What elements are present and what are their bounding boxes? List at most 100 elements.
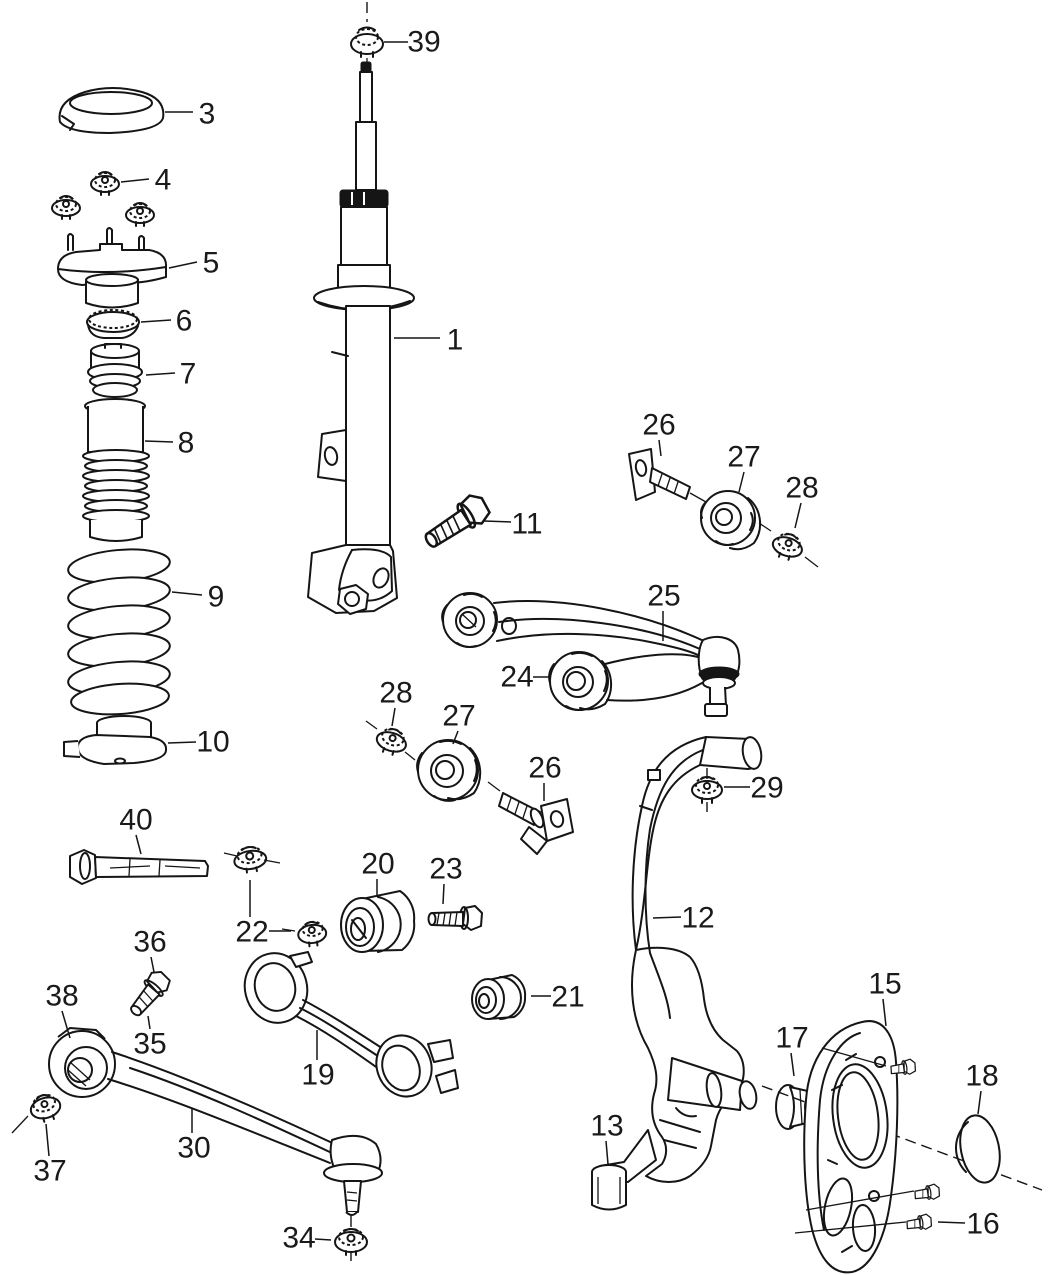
leader-line-16 — [937, 1221, 966, 1224]
nut-axis — [223, 852, 238, 857]
seat-hole — [114, 757, 126, 765]
nut-axis — [404, 751, 416, 761]
callout-label-8: 8 — [178, 427, 195, 460]
nut-axis — [365, 720, 378, 730]
leader-line-11 — [483, 520, 512, 523]
boot-tube — [87, 406, 144, 453]
bumper-top — [90, 343, 140, 359]
shield-cutout — [822, 1177, 854, 1237]
leader-line-40 — [135, 834, 142, 855]
boss-end — [741, 736, 763, 770]
locknut-drawing — [691, 776, 723, 804]
shield-cutout — [851, 1204, 877, 1252]
mount-stud — [67, 233, 74, 251]
bumper-notch — [104, 343, 122, 349]
cap-notch — [61, 115, 75, 131]
front-bushing-shell — [579, 660, 613, 711]
arm-lower-bottom — [606, 682, 703, 702]
callout-label-23: 23 — [429, 853, 462, 886]
leader-line-28 — [794, 502, 802, 529]
bushing-shell — [447, 747, 482, 801]
callout-label-37: 37 — [33, 1155, 66, 1188]
knuckle-detail — [675, 1107, 697, 1118]
nut-axis — [263, 859, 281, 864]
leader-line-5 — [168, 261, 198, 269]
bushing-shell — [729, 497, 762, 551]
callout-label-38: 38 — [45, 980, 78, 1013]
callout-label-34: 34 — [282, 1222, 315, 1255]
callout-label-5: 5 — [203, 247, 220, 280]
link-shaft-top — [302, 999, 389, 1053]
leader-line-7 — [145, 372, 176, 376]
bolt-washer — [529, 807, 545, 829]
leader-line-9 — [171, 591, 203, 596]
stud-block — [704, 703, 728, 717]
link-bracket — [427, 1039, 454, 1063]
strut-piston-rod — [359, 71, 373, 123]
callout-label-25: 25 — [647, 580, 680, 613]
shield-inner-rim — [816, 1032, 861, 1231]
knuckle-inner-line — [644, 749, 704, 954]
screw-line — [805, 1190, 915, 1211]
bearing-ring — [86, 311, 140, 333]
ball-stud — [343, 1180, 362, 1213]
shield-window — [831, 1063, 889, 1169]
mount-plate — [57, 243, 168, 286]
strut-rod-upper — [355, 121, 377, 191]
callout-label-35: 35 — [133, 1028, 166, 1061]
callout-label-18: 18 — [965, 1060, 998, 1093]
dust-boot-drawing — [82, 398, 150, 542]
cam-bolt-drawing — [487, 781, 574, 855]
arm-bottom-edge — [107, 1078, 331, 1164]
callout-label-30: 30 — [177, 1132, 210, 1165]
callout-label-16: 16 — [966, 1208, 999, 1241]
coil-spring-drawing — [67, 548, 171, 716]
leader-line-8 — [144, 440, 174, 443]
cam-plate-hole — [634, 459, 648, 477]
locknut-drawing — [334, 1228, 368, 1256]
callout-label-29: 29 — [750, 772, 783, 805]
leader-line-35 — [147, 1015, 151, 1030]
strut-tube — [345, 305, 391, 546]
mount-nut — [90, 171, 120, 196]
leader-line-17 — [790, 1052, 795, 1077]
bumper-rib — [92, 382, 138, 398]
callout-label-20: 20 — [361, 848, 394, 881]
arm-lower-top — [604, 653, 705, 665]
cam-bolt-drawing — [628, 448, 707, 503]
strut-side-bracket — [317, 429, 347, 482]
callout-label-17: 17 — [775, 1022, 808, 1055]
callout-label-28: 28 — [379, 677, 412, 710]
callout-label-7: 7 — [180, 358, 197, 391]
cam-plate — [628, 448, 656, 501]
callout-label-11: 11 — [511, 508, 542, 541]
strut-body-upper — [340, 206, 388, 266]
clevis-hole — [372, 567, 390, 589]
bolt-drawing — [130, 971, 171, 1017]
bolt-axis — [689, 492, 707, 503]
callout-label-15: 15 — [868, 968, 901, 1001]
long-bolt-drawing — [69, 849, 209, 885]
leader-line-13 — [605, 1140, 609, 1165]
nut-axis — [11, 1115, 29, 1134]
callout-label-39: 39 — [407, 26, 440, 59]
mount-cup-top — [85, 273, 139, 287]
spring-seat-drawing — [63, 715, 168, 765]
clevis-nut — [337, 584, 369, 615]
callout-label-9: 9 — [208, 581, 225, 614]
strut-rod-nut — [350, 26, 384, 58]
cam-plate-hole — [549, 810, 565, 828]
knuckle-detail — [659, 1119, 701, 1149]
mount-nut — [125, 202, 155, 227]
shield-boss — [874, 1056, 886, 1068]
screw-line — [794, 1221, 907, 1234]
clevis-strap — [351, 548, 393, 602]
flange-nut-drawing — [297, 920, 328, 948]
nut-flange — [350, 33, 384, 55]
shield-hatch — [827, 1053, 857, 1253]
callout-label-3: 3 — [199, 98, 216, 131]
callouts-layer: 1345678910111213151617181920212223242526… — [33, 26, 999, 1255]
link-shaft-mid — [299, 1007, 385, 1061]
link-shaft-bottom — [295, 1015, 380, 1070]
shield-boss — [868, 1190, 880, 1202]
